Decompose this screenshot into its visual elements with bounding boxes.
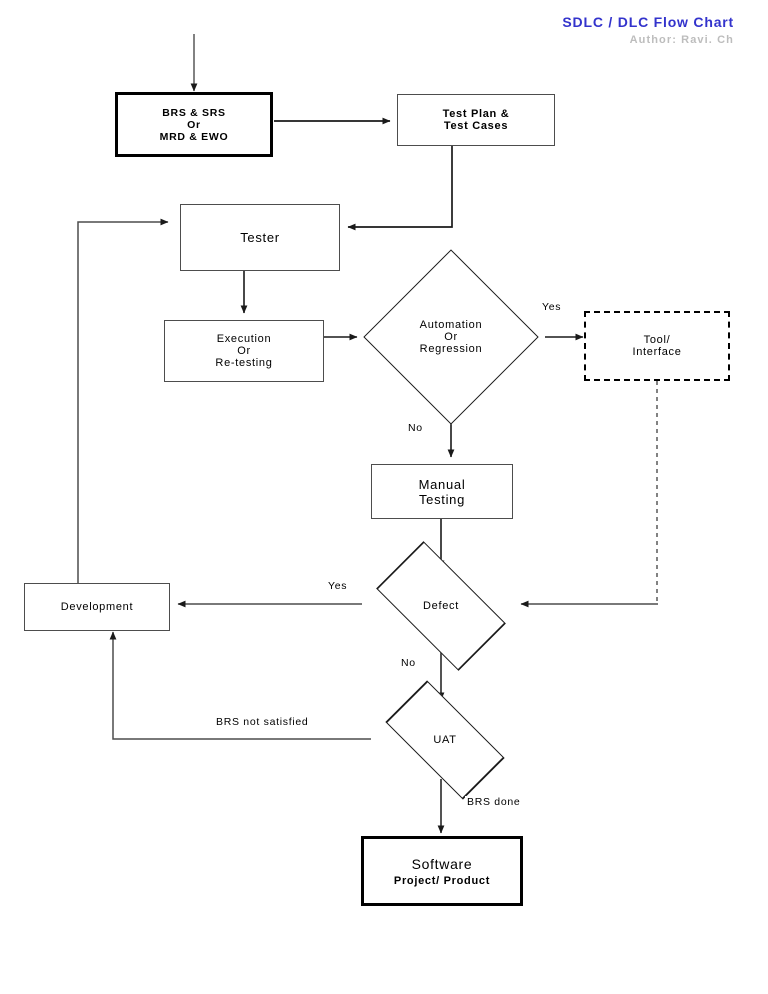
node-tool-interface-line-1: Tool/ xyxy=(643,334,671,346)
node-brs-srs[interactable]: BRS & SRS Or MRD & EWO xyxy=(115,92,273,157)
node-brs-srs-line-3: MRD & EWO xyxy=(159,130,229,143)
node-test-plan-line-2: Test Cases xyxy=(443,120,509,132)
node-software-line-1: Software xyxy=(411,855,473,872)
node-automation-line-3: Regression xyxy=(419,343,483,355)
edge-development-to-tester xyxy=(77,218,169,583)
edge-testplan-to-tester xyxy=(347,146,453,231)
node-execution-line-1: Execution xyxy=(216,333,272,345)
node-defect[interactable]: Defect xyxy=(361,541,521,671)
node-software-line-2: Project/ Product xyxy=(393,874,491,887)
node-development-label: Development xyxy=(60,601,134,613)
edge-label-defect-yes: Yes xyxy=(326,580,350,592)
author-label: Author: Ravi. Ch xyxy=(629,33,734,46)
uat-label: UAT xyxy=(370,700,520,780)
edge-label-uat-not-satisfied: BRS not satisfied xyxy=(214,716,311,728)
node-automation-line-2: Or xyxy=(444,331,458,343)
node-brs-srs-line-2: Or xyxy=(187,118,201,131)
node-software[interactable]: Software Project/ Product xyxy=(361,836,523,906)
node-uat[interactable]: UAT xyxy=(370,680,520,800)
edge-uat-not-satisfied-to-development xyxy=(109,631,371,740)
node-development[interactable]: Development xyxy=(24,583,170,631)
node-manual-testing-line-1: Manual xyxy=(418,476,466,492)
node-manual-testing[interactable]: Manual Testing xyxy=(371,464,513,519)
node-tester[interactable]: Tester xyxy=(180,204,340,271)
node-brs-srs-line-1: BRS & SRS xyxy=(162,106,226,119)
chart-header: SDLC / DLC Flow Chart Author: Ravi. Ch xyxy=(562,14,734,47)
edge-label-automation-yes: Yes xyxy=(540,301,564,313)
node-tool-interface-line-2: Interface xyxy=(632,346,682,358)
node-execution-line-2: Or xyxy=(237,345,251,357)
node-execution[interactable]: Execution Or Re-testing xyxy=(164,320,324,382)
page-title: SDLC / DLC Flow Chart xyxy=(562,14,734,30)
node-uat-line-1: UAT xyxy=(433,734,457,746)
edge-label-defect-no: No xyxy=(399,657,418,669)
node-test-plan[interactable]: Test Plan & Test Cases xyxy=(397,94,555,146)
edge-label-automation-no: No xyxy=(406,422,425,434)
automation-regression-label: Automation Or Regression xyxy=(356,258,546,416)
node-tester-label: Tester xyxy=(240,230,280,245)
node-execution-line-3: Re-testing xyxy=(215,357,273,369)
node-tool-interface[interactable]: Tool/ Interface xyxy=(584,311,730,381)
node-test-plan-line-1: Test Plan & xyxy=(442,108,510,120)
node-automation-regression[interactable]: Automation Or Regression xyxy=(356,249,546,425)
defect-label: Defect xyxy=(361,560,521,652)
edge-label-uat-done: BRS done xyxy=(465,796,523,808)
node-defect-line-1: Defect xyxy=(423,600,459,612)
node-automation-line-1: Automation xyxy=(419,319,483,331)
node-manual-testing-line-2: Testing xyxy=(418,491,466,507)
